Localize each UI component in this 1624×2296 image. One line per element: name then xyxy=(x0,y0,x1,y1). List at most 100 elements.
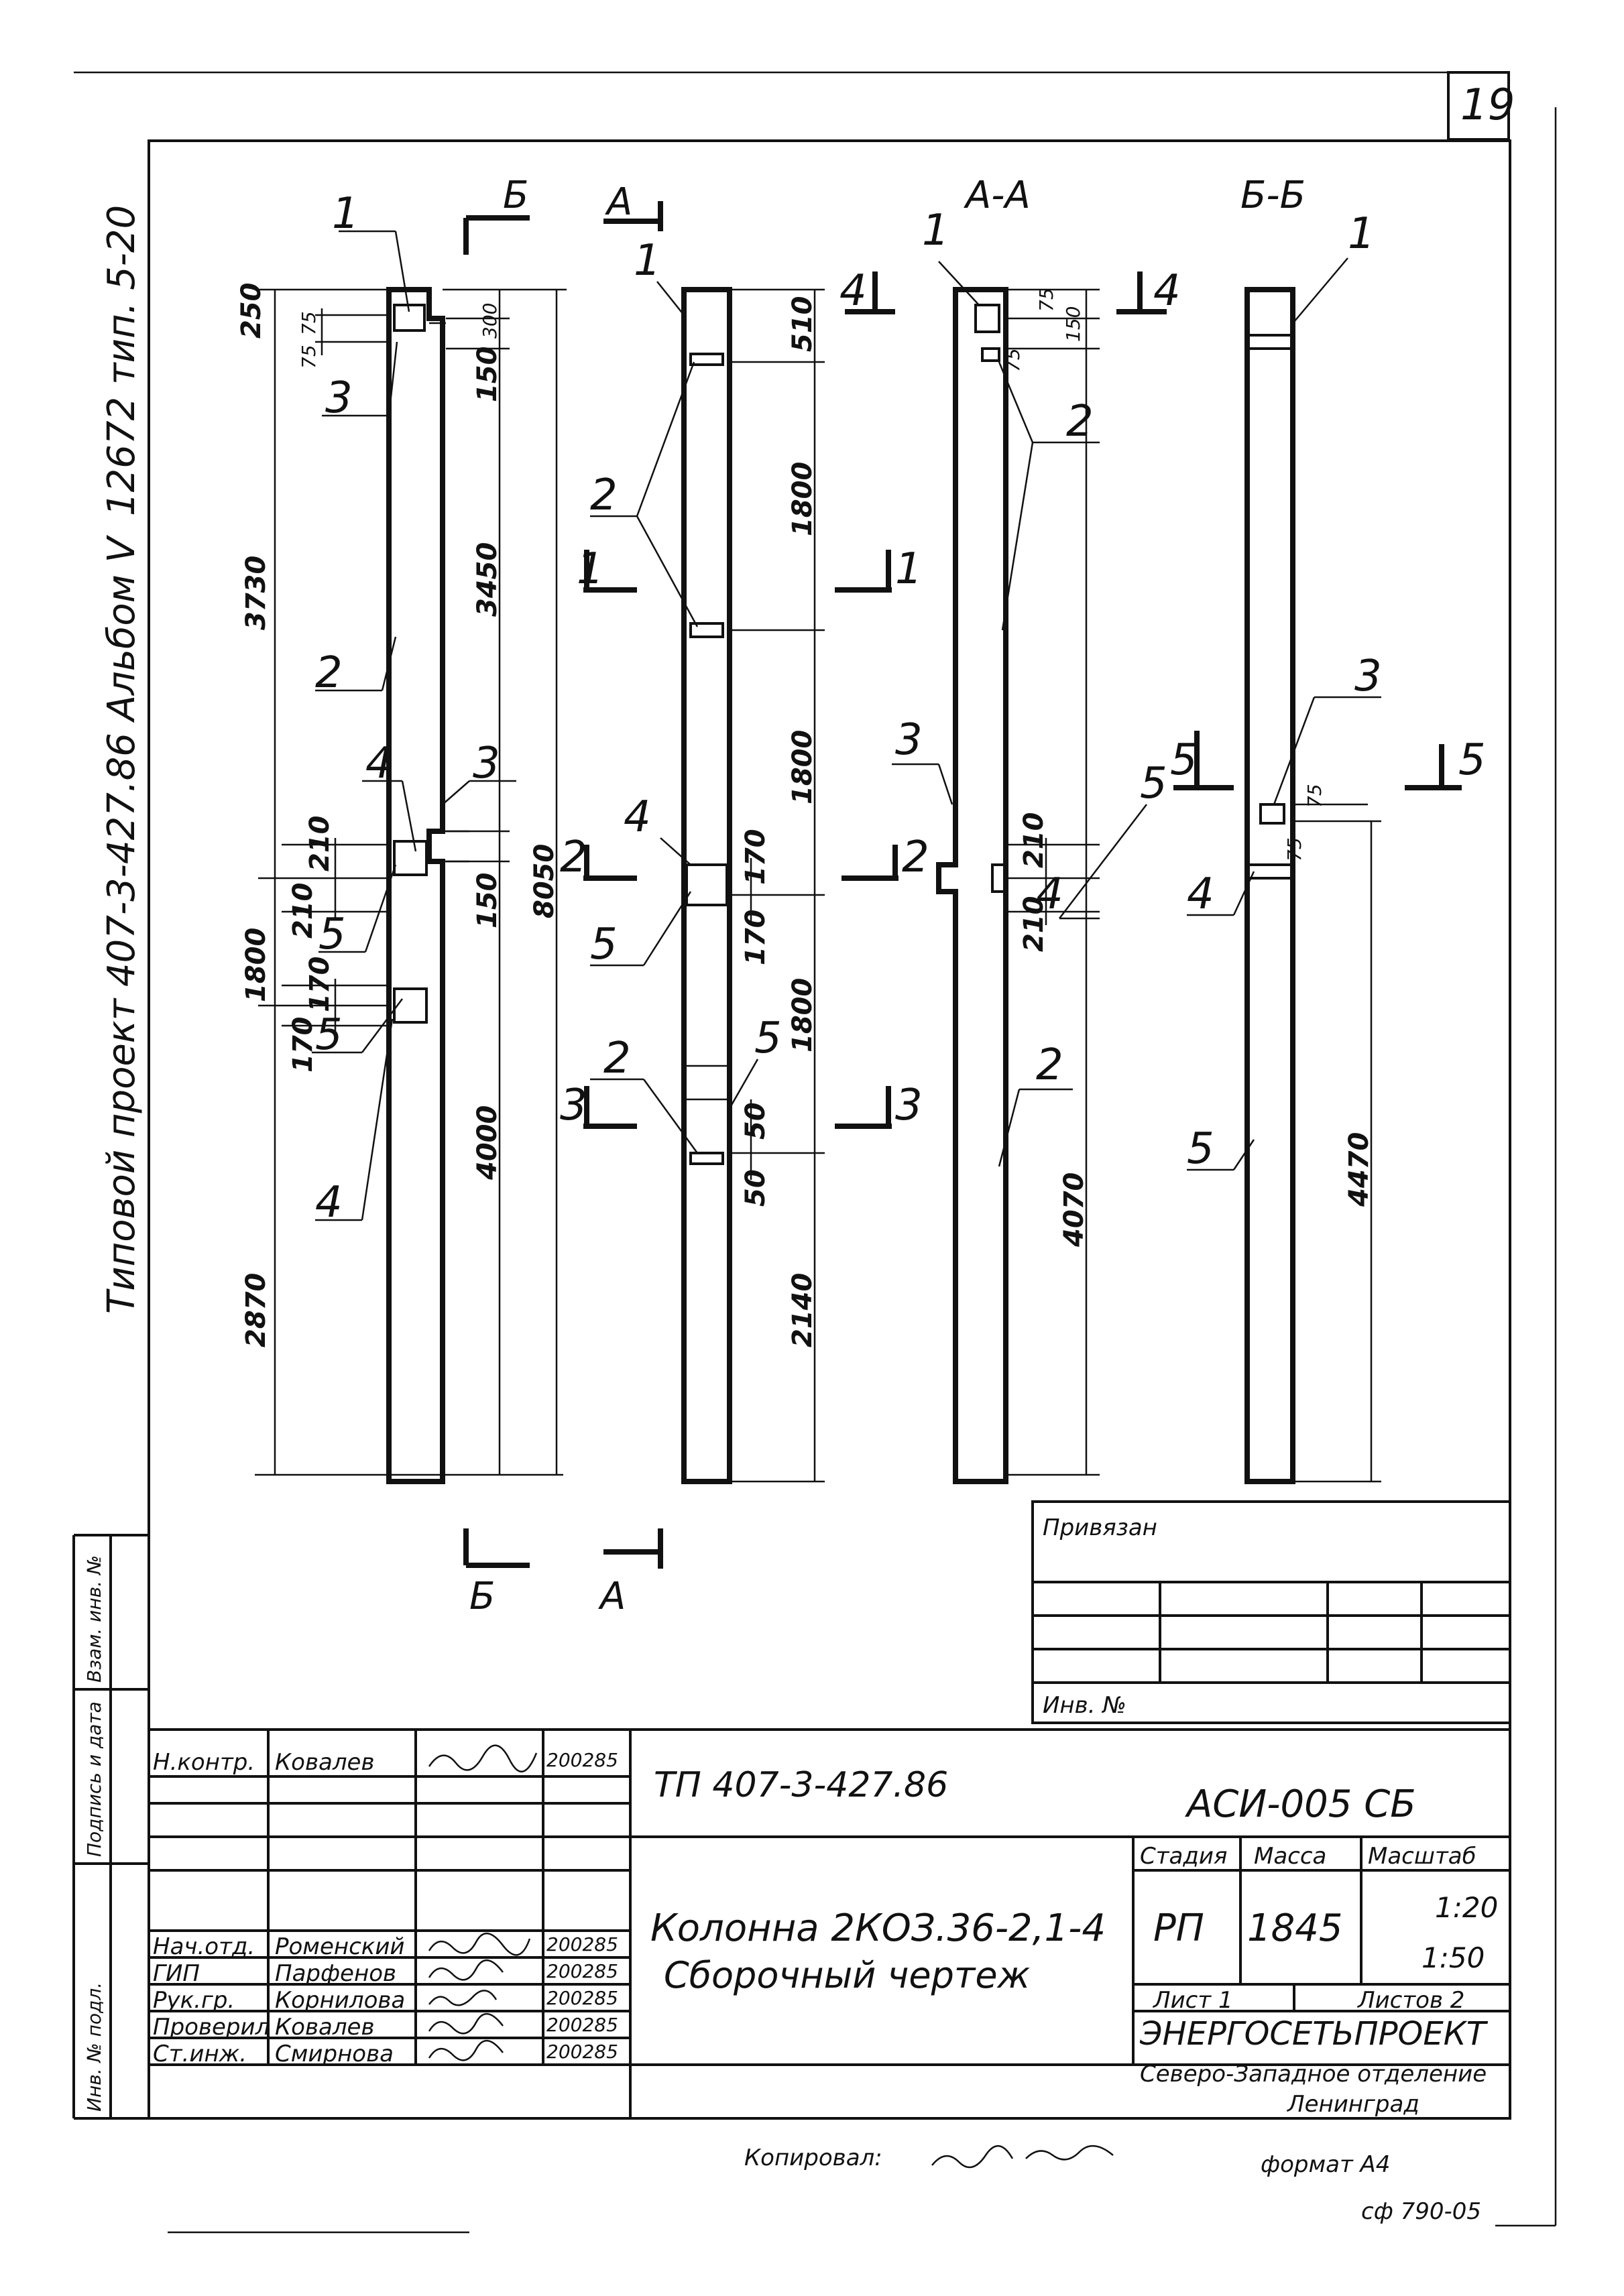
v4-mark-4: 4 xyxy=(1187,869,1214,919)
v1-dim-250: 250 xyxy=(236,283,267,339)
v1-dim-170a: 170 xyxy=(304,957,335,1013)
v2-mark-5b: 5 xyxy=(754,1014,782,1063)
v1-mark-1: 1 xyxy=(332,189,359,239)
v1-dim-210b: 210 xyxy=(288,883,318,939)
cut-5-right: 5 xyxy=(1458,735,1486,785)
v1-dim-150b: 150 xyxy=(472,873,503,929)
copied-signature xyxy=(931,2144,1114,2169)
stage-header: Стадия xyxy=(1140,1843,1227,1870)
v3-dim-4070: 4070 xyxy=(1059,1172,1090,1248)
view-column-2 xyxy=(583,201,898,1569)
title-block xyxy=(148,1728,1511,2120)
cut-5-left: 5 xyxy=(1170,735,1198,785)
view-section-aa xyxy=(845,261,1167,1484)
v3-mark-2b: 2 xyxy=(1036,1040,1063,1090)
v3-dim-75: 75 xyxy=(1035,288,1057,312)
cut-4-right: 4 xyxy=(1153,266,1181,316)
v4-dim-75a: 75 xyxy=(1303,784,1326,808)
scale-value-1: 1:20 xyxy=(1435,1891,1498,1924)
signature-3 xyxy=(428,1990,498,2006)
inv-no-label: Инв. № xyxy=(1043,1692,1126,1719)
v1-dim-170b: 170 xyxy=(288,1017,318,1073)
cut-1-right: 1 xyxy=(895,544,923,594)
staff-role-0: Н.контр. xyxy=(153,1749,255,1776)
staff-name-2: Парфенов xyxy=(275,1960,396,1987)
drawing-code: АСИ-005 СБ xyxy=(1185,1783,1416,1826)
v3-mark-3: 3 xyxy=(895,715,923,765)
v2-mark-4: 4 xyxy=(624,792,651,842)
v4-mark-3: 3 xyxy=(1354,652,1382,701)
signature-1 xyxy=(428,1933,531,1956)
footer-code: сф 790-05 xyxy=(1361,2198,1481,2225)
staff-name-4: Ковалев xyxy=(275,2014,375,2041)
v1-mark-4b: 4 xyxy=(315,1178,343,1227)
cut-2-right: 2 xyxy=(902,833,929,882)
v4-dim-75b: 75 xyxy=(1283,837,1306,861)
margin-label-vzam: Взам. инв. № xyxy=(83,1555,105,1683)
v4-dim-4470: 4470 xyxy=(1344,1132,1375,1207)
cut-1-left: 1 xyxy=(577,544,604,594)
signature-2 xyxy=(428,1959,504,1981)
staff-role-4: Проверил xyxy=(153,2014,270,2041)
v3-mark-4: 4 xyxy=(1036,869,1063,919)
v1-mark-5b: 5 xyxy=(315,1010,343,1060)
v1-dim-75b: 75 xyxy=(298,345,320,369)
v1-dim-210a: 210 xyxy=(304,816,335,872)
v2-dim-2140: 2140 xyxy=(787,1273,818,1347)
signature-5 xyxy=(428,2040,504,2061)
v1-dim-300: 300 xyxy=(479,303,501,339)
project-number: ТП 407-3-427.86 xyxy=(654,1765,948,1805)
scale-value-2: 1:50 xyxy=(1422,1941,1485,1974)
v1-mark-4: 4 xyxy=(365,739,393,788)
section-bb-label: Б-Б xyxy=(1240,174,1306,217)
v3-mark-2: 2 xyxy=(1066,397,1094,446)
v3-dim-150: 150 xyxy=(1062,306,1084,342)
page-number: 19 xyxy=(1460,80,1515,130)
cut-3-left: 3 xyxy=(560,1081,587,1130)
org-branch: Северо-Западное отделение xyxy=(1140,2061,1487,2088)
drawing-title-1: Колонна 2КОЗ.36-2,1-4 xyxy=(650,1907,1106,1950)
staff-role-3: Рук.гр. xyxy=(153,1987,235,2014)
v2-dim-1800a: 1800 xyxy=(787,462,818,536)
v2-dim-170b: 170 xyxy=(740,910,771,966)
v3-dim-210b: 210 xyxy=(1019,896,1049,953)
staff-date-1: 200285 xyxy=(546,1933,618,1955)
sheets-label: Листов 2 xyxy=(1356,1987,1464,2014)
v1-dim-2870: 2870 xyxy=(241,1273,272,1347)
sheet-label: Лист 1 xyxy=(1152,1987,1233,2014)
cut-4-left: 4 xyxy=(839,266,867,316)
view-elevation xyxy=(255,215,567,1568)
cut-b-bottom-label: Б xyxy=(469,1575,495,1618)
v1-dim-150a: 150 xyxy=(472,347,503,403)
scale-header: Масштаб xyxy=(1368,1843,1476,1870)
v1-dim-1800: 1800 xyxy=(241,928,272,1002)
staff-date-3: 200285 xyxy=(546,1987,618,2009)
cut-2-left: 2 xyxy=(560,833,587,882)
signature-4 xyxy=(428,2013,504,2035)
v2-dim-510: 510 xyxy=(787,296,818,353)
signature-0 xyxy=(428,1744,538,1772)
v1-mark-3b: 3 xyxy=(473,739,500,788)
mass-value: 1845 xyxy=(1247,1907,1343,1950)
format-label: формат А4 xyxy=(1261,2151,1390,2178)
v1-dim-8050: 8050 xyxy=(529,844,560,918)
v2-mark-2: 2 xyxy=(590,471,618,520)
privyazan-label: Привязан xyxy=(1043,1514,1157,1541)
v2-dim-1800c: 1800 xyxy=(787,978,818,1052)
margin-label-sign: Подпись и дата xyxy=(83,1701,105,1857)
side-note: Типовой проект 407-3-427.86 Альбом V xyxy=(100,534,143,1314)
drawing-title-2: Сборочный чертеж xyxy=(664,1954,1031,1996)
stage-value: РП xyxy=(1153,1907,1204,1950)
staff-date-0: 200285 xyxy=(546,1749,618,1771)
v2-dim-170a: 170 xyxy=(740,829,771,886)
margin-label-inv: Инв. № подл. xyxy=(83,1982,105,2112)
v3-dim-210a: 210 xyxy=(1019,812,1049,869)
org-name: ЭНЕРГОСЕТЬПРОЕКТ xyxy=(1139,2015,1489,2053)
v1-mark-3: 3 xyxy=(325,373,353,423)
copied-label: Копировал: xyxy=(744,2144,882,2171)
v1-mark-5: 5 xyxy=(318,910,346,959)
staff-name-0: Ковалев xyxy=(275,1749,375,1776)
v4-mark-1: 1 xyxy=(1348,209,1375,259)
